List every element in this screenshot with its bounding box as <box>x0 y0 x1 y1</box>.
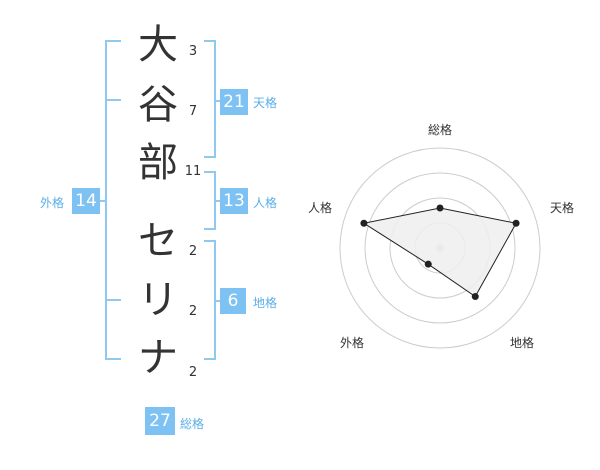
radar-point-4 <box>424 260 432 268</box>
radar-axis-label-jinkaku: 人格 <box>308 201 333 215</box>
gaikaku-label: 外格 <box>40 196 65 210</box>
soukaku-label: 総格 <box>180 417 205 431</box>
tenkaku-label: 天格 <box>253 96 278 110</box>
name-char-1: 大 <box>138 22 178 68</box>
radar-grid-ring <box>364 172 516 324</box>
radar-point-2 <box>512 219 520 227</box>
jinkaku-label: 人格 <box>253 196 278 210</box>
radar-axis-label-tenkaku: 天格 <box>550 201 575 215</box>
chikaku-score: 6 <box>220 288 246 314</box>
stroke-count-4: 2 <box>188 244 198 259</box>
name-char-4: セ <box>138 218 178 264</box>
radar-axis-label-gaikaku: 外格 <box>340 336 365 350</box>
radar-point-5 <box>360 219 368 227</box>
stroke-count-3: 11 <box>184 164 202 179</box>
radar-axis-label-chikaku: 地格 <box>510 336 535 350</box>
radar-grid-ring <box>339 147 541 349</box>
jinkaku-score: 13 <box>220 188 248 214</box>
chikaku-label: 地格 <box>253 296 278 310</box>
soukaku-score: 27 <box>145 407 175 435</box>
name-char-5: リ <box>138 277 178 323</box>
stroke-count-1: 3 <box>188 44 198 59</box>
tenkaku-score: 21 <box>220 89 248 115</box>
radar-point-3 <box>471 293 479 301</box>
name-char-6: ナ <box>138 335 178 381</box>
name-char-3: 部 <box>138 140 178 186</box>
name-char-2: 谷 <box>138 82 178 128</box>
stroke-count-5: 2 <box>188 304 198 319</box>
radar-point-1 <box>436 204 444 212</box>
radar-axis-label-soukaku: 総格 <box>428 123 453 137</box>
radar-series-polygon <box>362 207 517 298</box>
gaikaku-score: 14 <box>72 188 100 214</box>
stroke-count-6: 2 <box>188 365 198 380</box>
stroke-count-2: 7 <box>188 104 198 119</box>
